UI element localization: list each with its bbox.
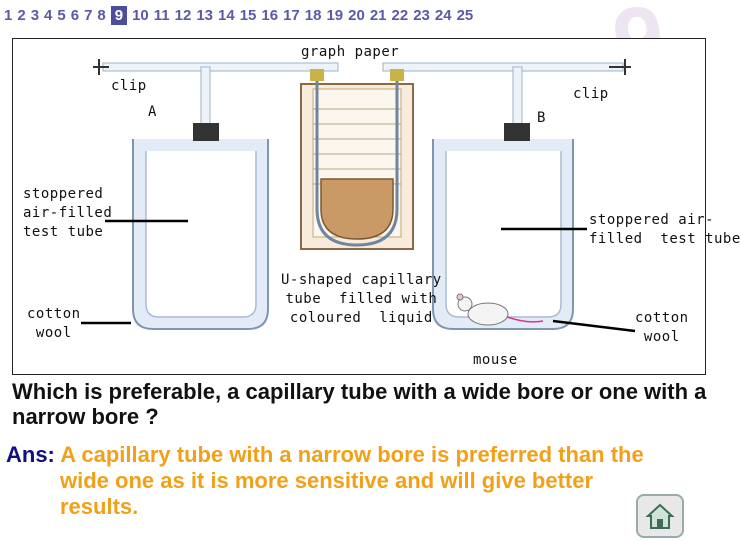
graph-lines (313, 108, 401, 185)
u-capillary-tube (315, 69, 399, 247)
question-text: Which is preferable, a capillary tube wi… (12, 379, 707, 429)
left-top-tube (102, 62, 339, 72)
stopper-left (193, 123, 219, 141)
nav-page-17[interactable]: 17 (283, 6, 300, 24)
nav-page-11[interactable]: 11 (153, 6, 170, 24)
label-stoppered-right: stoppered air- filled test tube (589, 212, 741, 247)
nav-page-24[interactable]: 24 (434, 6, 452, 24)
right-top-tube (382, 62, 624, 72)
nav-page-16[interactable]: 16 (261, 6, 279, 24)
nav-page-8[interactable]: 8 (97, 6, 106, 24)
home-icon (645, 503, 675, 529)
nav-page-6[interactable]: 6 (70, 6, 80, 24)
label-stoppered-left: stoppered air-filled test tube (23, 186, 113, 240)
nav-page-14[interactable]: 14 (218, 6, 235, 24)
nav-page-3[interactable]: 3 (30, 6, 40, 24)
clamp-right (390, 69, 404, 81)
clamp-left (310, 69, 324, 81)
u-capillary-liquid (320, 178, 394, 240)
label-graph-paper: graph paper (301, 44, 400, 60)
nav-page-18[interactable]: 18 (304, 6, 322, 24)
answer-line-3: results. (60, 493, 139, 519)
answer-block: Ans: A capillary tube with a narrow bore… (6, 442, 711, 520)
label-clip-right: clip (573, 86, 609, 102)
label-mouse: mouse (473, 352, 518, 368)
label-cotton-left: cotton wool (27, 306, 81, 341)
nav-page-12[interactable]: 12 (174, 6, 192, 24)
answer-label: Ans: (6, 442, 55, 467)
nav-page-25[interactable]: 25 (456, 6, 474, 24)
nav-page-19[interactable]: 19 (326, 6, 344, 24)
nav-page-23[interactable]: 23 (413, 6, 430, 24)
diagram-panel: graph paper clip clip A B stoppered air-… (12, 38, 740, 375)
label-clip-left: clip (111, 78, 147, 94)
answer-line-1: A capillary tube with a narrow bore is p… (60, 442, 644, 467)
nav-page-4[interactable]: 4 (44, 6, 53, 24)
apparatus-diagram (81, 59, 636, 333)
mouse-icon (456, 293, 544, 326)
clip-left-icon (93, 59, 109, 75)
test-tube-right (432, 123, 574, 330)
nav-page-15[interactable]: 15 (239, 6, 257, 24)
nav-page-7[interactable]: 7 (84, 6, 93, 24)
clip-right-icon (609, 59, 631, 75)
nav-page-10[interactable]: 10 (132, 6, 149, 24)
nav-page-22[interactable]: 22 (391, 6, 409, 24)
label-cotton-right: cotton wool (635, 310, 689, 345)
nav-page-21[interactable]: 21 (369, 6, 387, 24)
nav-page-20[interactable]: 20 (348, 6, 365, 24)
nav-page-1[interactable]: 1 (4, 6, 13, 24)
label-tube-a: A (148, 104, 157, 120)
answer-line-2: wide one as it is more sensitive and wil… (60, 467, 594, 493)
nav-page-5[interactable]: 5 (57, 6, 66, 24)
nav-page-9[interactable]: 9 (110, 5, 128, 25)
pointer-lines (81, 219, 636, 333)
label-capillary: U-shaped capillary tube filled with colo… (281, 272, 442, 326)
home-button[interactable] (636, 494, 684, 538)
nav-page-2[interactable]: 2 (17, 6, 26, 24)
nav-page-13[interactable]: 13 (196, 6, 214, 24)
stopper-right (504, 123, 530, 141)
test-tube-left (132, 123, 269, 330)
label-tube-b: B (537, 110, 546, 126)
